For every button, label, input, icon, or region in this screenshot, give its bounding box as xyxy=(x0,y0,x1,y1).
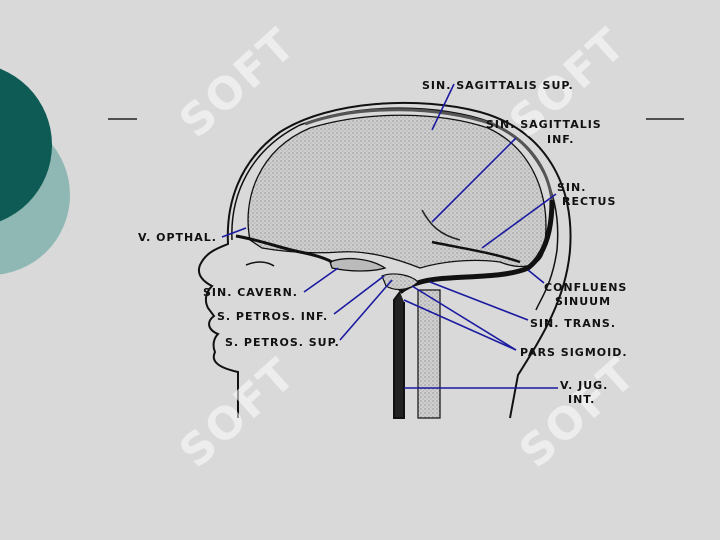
confluens-vessel xyxy=(398,199,555,295)
leader-sin-cavern xyxy=(303,267,339,293)
petros-region xyxy=(381,273,419,291)
brain xyxy=(247,114,547,269)
label-sin-rectus-2: RECTUS xyxy=(562,195,617,208)
label-v-jug-1: V. JUG. xyxy=(560,379,609,392)
leader-sin-sagittalis-sup xyxy=(431,83,455,131)
sin-cavern-vessel xyxy=(329,257,387,272)
label-confluens-2: SINUUM xyxy=(555,295,612,308)
leader-confluens xyxy=(527,269,545,284)
spine xyxy=(417,289,441,419)
leader-s-petros-sup xyxy=(339,279,393,341)
leader-pars-sigmoid-b xyxy=(403,299,517,351)
label-sin-sagittalis-inf-1: SIN. SAGITTALIS xyxy=(486,118,602,131)
skull-inner xyxy=(231,107,559,311)
leader-pars-sigmoid-a xyxy=(411,285,517,351)
decor-circle-dark xyxy=(0,68,52,222)
leader-v-opthal xyxy=(221,227,247,238)
v-jug-vessel xyxy=(393,291,405,419)
label-v-opthal: V. OPTHAL. xyxy=(138,231,217,244)
label-sin-cavern: SIN. CAVERN. xyxy=(203,286,298,299)
sin-sagittalis-sup-vessel xyxy=(304,108,554,201)
nose-bridge xyxy=(245,261,275,267)
sin-sagittalis-inf-vessel xyxy=(421,209,461,241)
sin-rectus-vessel xyxy=(431,240,521,264)
label-pars-sigmoid: PARS SIGMOID. xyxy=(520,346,628,359)
label-sin-sagittalis-sup: SIN. SAGITTALIS SUP. xyxy=(422,79,574,92)
leader-sin-trans xyxy=(429,281,529,321)
label-s-petros-sup: S. PETROS. SUP. xyxy=(225,336,340,349)
label-sin-trans: SIN. TRANS. xyxy=(530,317,617,330)
label-v-jug-2: INT. xyxy=(568,393,596,406)
head-outline xyxy=(198,101,572,419)
leader-sin-rectus xyxy=(481,193,557,249)
label-confluens-1: CONFLUENS xyxy=(544,281,628,294)
label-sin-rectus-1: SIN. xyxy=(557,181,587,194)
leader-sin-sagittalis-inf xyxy=(431,137,517,223)
label-sin-sagittalis-inf-2: INF. xyxy=(547,133,575,146)
v-opthal-vessel xyxy=(235,234,333,264)
label-s-petros-inf: S. PETROS. INF. xyxy=(217,310,329,323)
leader-s-petros-inf xyxy=(333,275,385,315)
